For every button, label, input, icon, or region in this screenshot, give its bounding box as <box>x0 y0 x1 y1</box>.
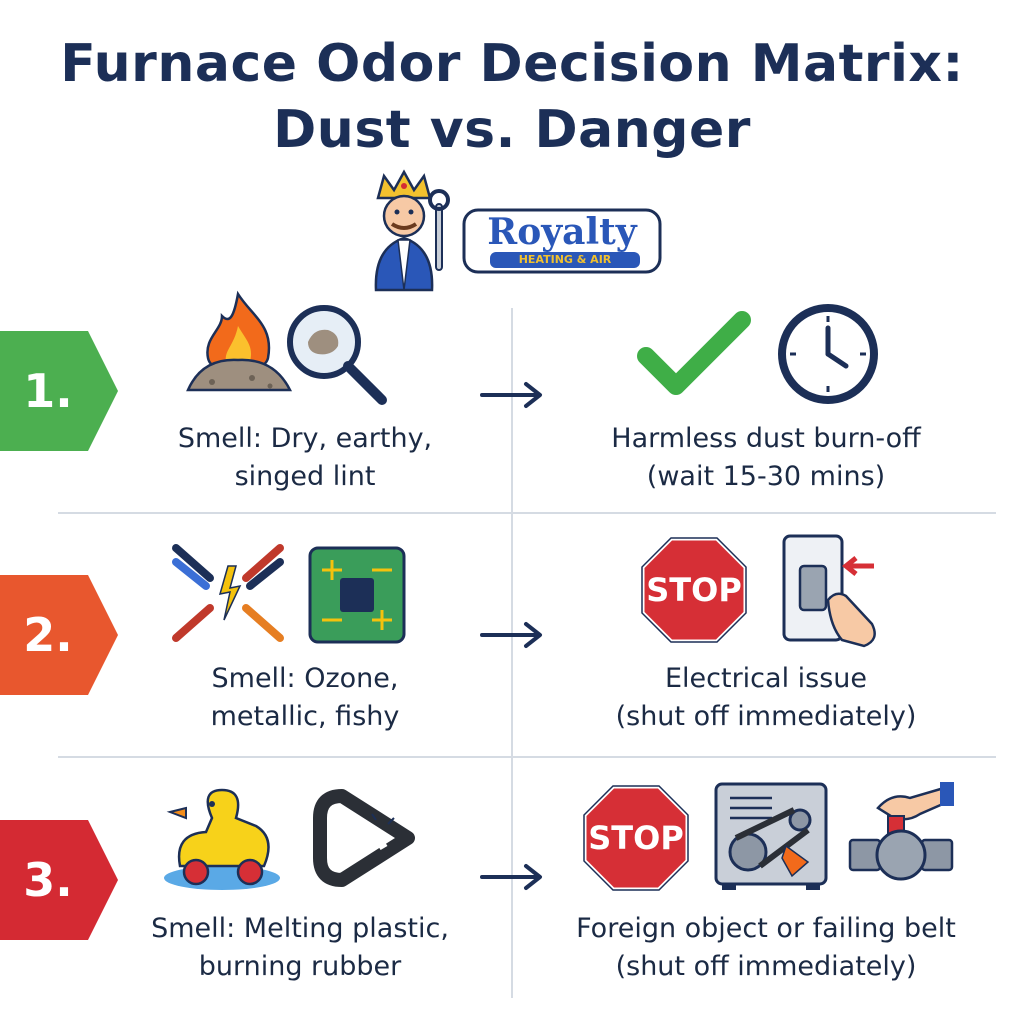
magnifying-glass-icon <box>287 305 387 405</box>
page-title: Furnace Odor Decision Matrix: <box>60 34 964 94</box>
arrow-right-icon <box>480 622 542 648</box>
king-mascot-icon <box>374 169 662 292</box>
broken-belt-icon <box>313 789 415 887</box>
smell-description-2: Smell: Ozone, metallic, fishy <box>210 663 400 732</box>
page-subtitle: Dust vs. Danger <box>273 100 751 160</box>
column-divider <box>511 308 513 998</box>
royalty-logo: Royalty HEATING & AIR <box>360 168 670 300</box>
smell-description-1: Smell: Dry, earthy, singed lint <box>177 423 433 492</box>
logo-tagline-text: HEATING & AIR <box>518 253 612 266</box>
arrow-right-icon <box>480 864 542 890</box>
arrow-right-icon <box>480 382 542 408</box>
fire-dust-icon <box>186 290 293 392</box>
row-divider <box>58 756 996 758</box>
logo-brand-text: Royalty <box>487 211 637 253</box>
result-description-3: Foreign object or failing belt (shut off… <box>576 913 956 982</box>
sparking-wires-icon <box>172 544 284 642</box>
switch-icon <box>782 534 876 648</box>
gas-valve-icon <box>848 782 954 881</box>
result-description-2: Electrical issue (shut off immediately) <box>615 663 917 732</box>
step-badge-2: 2. <box>0 575 118 695</box>
clock-icon <box>778 304 878 404</box>
step-badge-1: 1. <box>0 331 118 451</box>
furnace-belt-icon <box>714 782 828 890</box>
stop-sign-icon: STOP <box>638 534 750 646</box>
checkmark-icon <box>637 311 751 395</box>
row-divider <box>58 512 996 514</box>
result-description-1: Harmless dust burn-off (wait 15-30 mins) <box>611 423 921 492</box>
circuit-board-icon <box>308 546 406 644</box>
smell-description-3: Smell: Melting plastic, burning rubber <box>151 913 449 982</box>
stop-sign-icon: STOP <box>580 782 692 894</box>
step-badge-3: 3. <box>0 820 118 940</box>
melting-duck-icon <box>164 788 280 890</box>
